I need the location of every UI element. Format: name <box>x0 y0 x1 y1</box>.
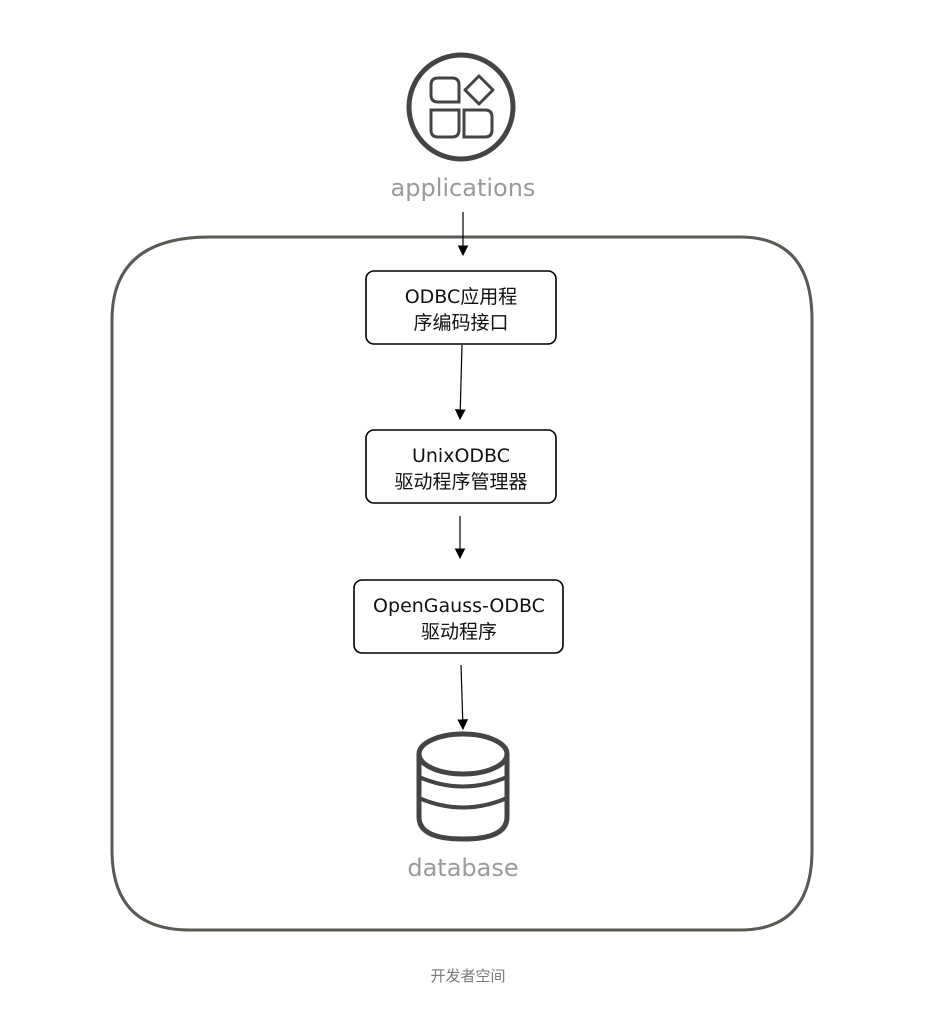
node-opengauss-line2: 驱动程序 <box>421 621 497 643</box>
node-unixodbc-line2: 驱动程序管理器 <box>394 471 527 493</box>
footer-caption: 开发者空间 <box>430 967 505 985</box>
node-odbc-interface-line1: ODBC应用程 <box>405 286 518 308</box>
database-label: database <box>407 854 518 882</box>
node-opengauss-odbc-driver: OpenGauss-ODBC 驱动程序 <box>353 579 564 654</box>
node-odbc-interface: ODBC应用程 序编码接口 <box>365 270 557 345</box>
developer-space-boundary <box>110 235 814 932</box>
applications-label: applications <box>391 174 536 202</box>
node-unixodbc-line1: UnixODBC <box>412 445 510 467</box>
arrow-driver-to-database <box>457 664 469 731</box>
arrow-interface-to-driver-manager <box>454 344 466 421</box>
database-icon <box>416 731 510 842</box>
node-opengauss-line1: OpenGauss-ODBC <box>373 595 545 617</box>
node-odbc-interface-line2: 序编码接口 <box>413 312 508 334</box>
applications-icon <box>406 52 516 162</box>
node-unixodbc-driver-manager: UnixODBC 驱动程序管理器 <box>365 429 557 504</box>
